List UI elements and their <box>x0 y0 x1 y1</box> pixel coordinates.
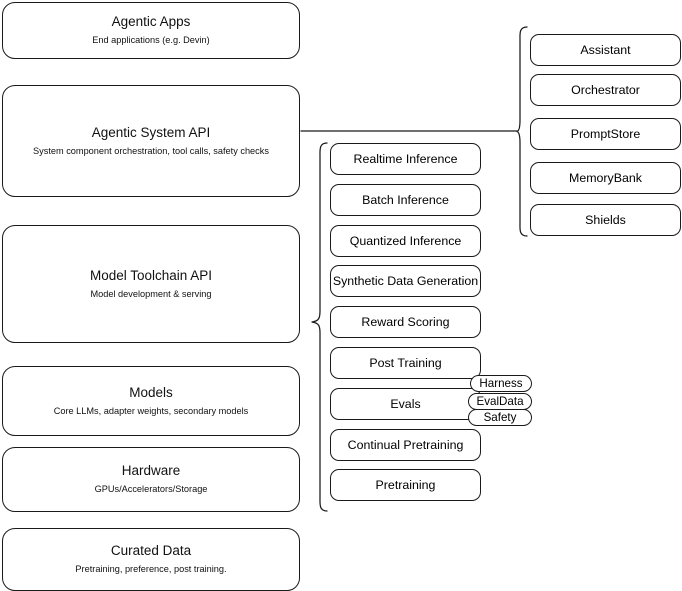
eval-pill-evaldata[interactable]: EvalData <box>468 393 532 410</box>
toolchain-item-quantized-inference[interactable]: Quantized Inference <box>330 225 481 257</box>
layer-curated-data[interactable]: Curated Data Pretraining, preference, po… <box>2 528 300 591</box>
chip-label: Synthetic Data Generation <box>332 274 479 288</box>
toolchain-item-batch-inference[interactable]: Batch Inference <box>330 184 481 216</box>
layer-title: Hardware <box>121 463 181 478</box>
layer-models[interactable]: Models Core LLMs, adapter weights, secon… <box>2 366 300 436</box>
brace-toolchain-items <box>311 142 328 512</box>
layer-title: Agentic System API <box>91 124 211 140</box>
pill-label: Safety <box>483 411 517 424</box>
chip-label: Reward Scoring <box>361 315 450 329</box>
pill-label: Harness <box>479 377 523 390</box>
layer-agentic-apps[interactable]: Agentic Apps End applications (e.g. Devi… <box>2 2 300 59</box>
chip-label: Assistant <box>580 43 631 57</box>
pill-label: EvalData <box>476 395 524 408</box>
chip-label: PromptStore <box>570 127 641 141</box>
layer-subtitle: System component orchestration, tool cal… <box>33 145 269 156</box>
chip-label: Pretraining <box>375 478 436 492</box>
agentic-item-promptstore[interactable]: PromptStore <box>530 118 681 150</box>
chip-label: MemoryBank <box>569 171 642 185</box>
layer-subtitle: Model development & serving <box>90 288 212 299</box>
toolchain-item-continual-pretraining[interactable]: Continual Pretraining <box>330 429 481 461</box>
chip-label: Shields <box>585 213 626 227</box>
layer-title: Agentic Apps <box>111 14 191 29</box>
toolchain-item-evals[interactable]: Evals <box>330 388 481 420</box>
layer-title: Curated Data <box>110 543 192 558</box>
agentic-item-shields[interactable]: Shields <box>530 204 681 236</box>
chip-label: Batch Inference <box>362 193 449 207</box>
layer-agentic-system-api[interactable]: Agentic System API System component orch… <box>2 85 300 197</box>
toolchain-item-post-training[interactable]: Post Training <box>330 347 481 379</box>
eval-pill-harness[interactable]: Harness <box>470 375 532 392</box>
eval-pill-safety[interactable]: Safety <box>468 409 532 426</box>
layer-model-toolchain-api[interactable]: Model Toolchain API Model development & … <box>2 225 300 343</box>
agentic-item-assistant[interactable]: Assistant <box>530 34 681 66</box>
toolchain-item-reward-scoring[interactable]: Reward Scoring <box>330 306 481 338</box>
chip-label: Realtime Inference <box>353 152 458 166</box>
brace-agentic-components <box>516 26 528 237</box>
agentic-item-orchestrator[interactable]: Orchestrator <box>530 74 681 106</box>
agentic-item-memorybank[interactable]: MemoryBank <box>530 162 681 194</box>
chip-label: Quantized Inference <box>349 234 462 248</box>
chip-label: Evals <box>390 397 421 411</box>
toolchain-item-pretraining[interactable]: Pretraining <box>330 469 481 501</box>
layer-subtitle: Pretraining, preference, post training. <box>75 564 227 574</box>
chip-label: Orchestrator <box>571 83 640 97</box>
toolchain-item-realtime-inference[interactable]: Realtime Inference <box>330 143 481 175</box>
layer-subtitle: Core LLMs, adapter weights, secondary mo… <box>53 405 249 416</box>
layer-subtitle: GPUs/Accelerators/Storage <box>94 484 208 494</box>
chip-label: Continual Pretraining <box>347 438 464 452</box>
chip-label: Post Training <box>369 356 442 370</box>
toolchain-item-synthetic-data-generation[interactable]: Synthetic Data Generation <box>330 265 481 297</box>
layer-title: Model Toolchain API <box>89 267 213 283</box>
layer-hardware[interactable]: Hardware GPUs/Accelerators/Storage <box>2 447 300 512</box>
layer-title: Models <box>129 384 173 400</box>
layer-subtitle: End applications (e.g. Devin) <box>92 35 210 45</box>
